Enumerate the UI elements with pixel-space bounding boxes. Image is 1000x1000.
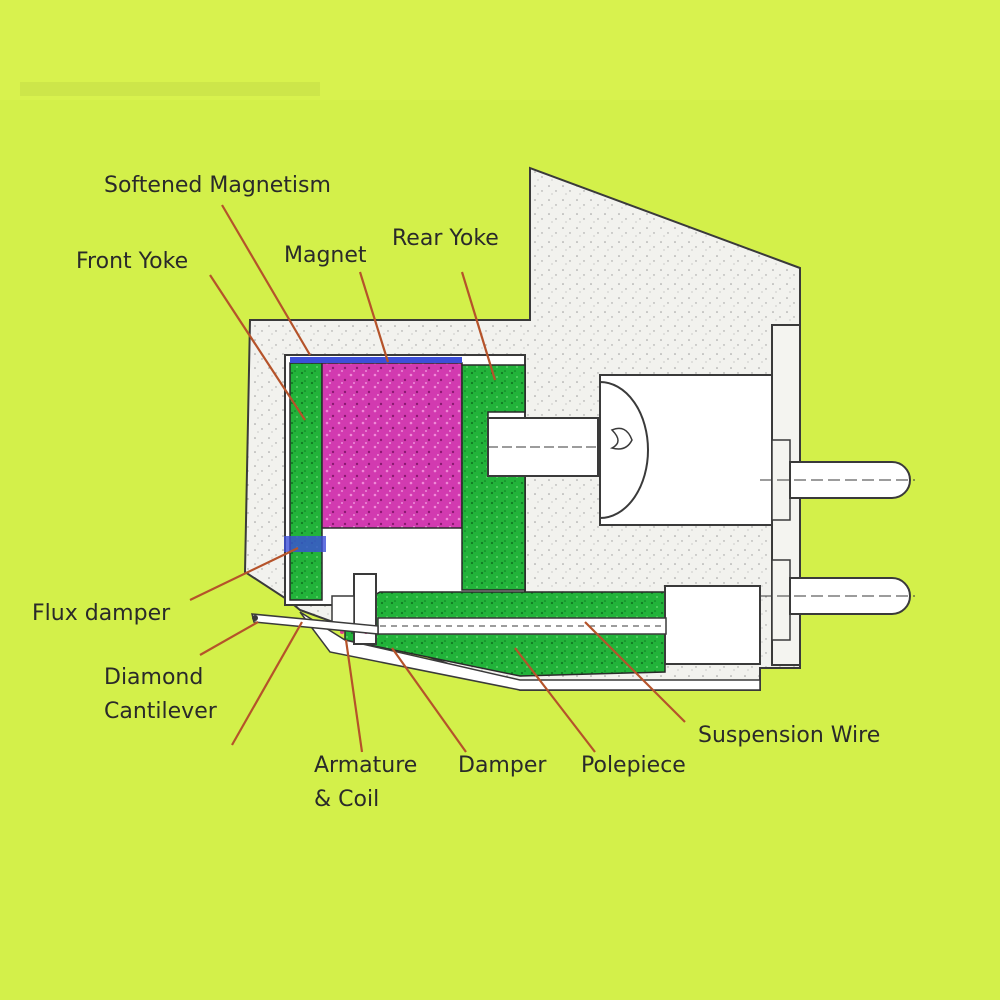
label-suspension-wire: Suspension Wire	[698, 723, 880, 748]
top-shadow	[20, 82, 320, 96]
screw-head	[599, 380, 649, 520]
bottom-wedge	[299, 611, 761, 691]
rear-yoke	[461, 364, 526, 591]
label-softened-magnetism: Softened Magnetism	[104, 173, 331, 198]
leader-lines	[189, 204, 686, 753]
label-diamond: Diamond	[104, 665, 203, 690]
label-coil: & Coil	[314, 787, 379, 812]
softened-magnetism-mark	[290, 357, 462, 363]
label-damper: Damper	[458, 753, 547, 778]
screw-slot	[609, 427, 633, 450]
pin-block	[664, 585, 761, 665]
magnet	[321, 362, 463, 529]
label-front-yoke: Front Yoke	[76, 249, 188, 274]
label-flux-damper: Flux damper	[32, 601, 171, 626]
label-rear-yoke: Rear Yoke	[392, 226, 499, 251]
diamond-tip	[252, 615, 258, 621]
label-polepiece: Polepiece	[581, 753, 686, 778]
label-armature: Armature	[314, 753, 417, 778]
front-yoke	[289, 362, 323, 601]
label-cantilever: Cantilever	[104, 699, 218, 724]
flux-damper-mark	[284, 536, 326, 552]
label-magnet: Magnet	[284, 243, 367, 268]
